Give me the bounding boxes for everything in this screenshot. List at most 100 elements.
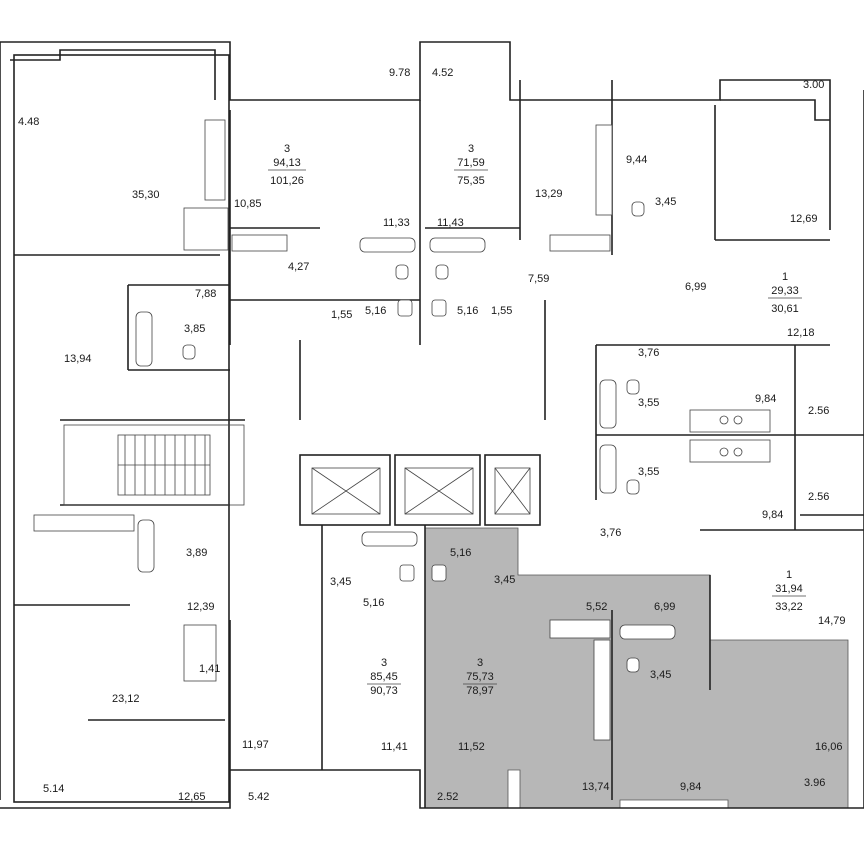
- elevator-icon: [404, 467, 474, 515]
- room-area: 2.52: [437, 791, 458, 803]
- sink-icon: [399, 564, 415, 582]
- apartment-area: 94,13: [273, 157, 301, 169]
- room-area: 14,79: [818, 615, 846, 627]
- room-area: 5,16: [450, 547, 471, 559]
- apartment-area-total: 75,35: [457, 175, 485, 187]
- sink-icon: [397, 299, 413, 317]
- apartment-label-a1[interactable]: 3 94,13 101,26: [268, 143, 306, 187]
- apartment-rooms: 3: [381, 657, 387, 669]
- room-area: 5,16: [363, 597, 384, 609]
- sink-icon: [431, 564, 447, 582]
- kitchen-counter-icon: [33, 514, 135, 532]
- room-area: 12,39: [187, 601, 215, 613]
- room-area: 4,27: [288, 261, 309, 273]
- bathtub-icon: [137, 519, 155, 573]
- apartment-label-a6[interactable]: 3 75,73 78,97: [463, 657, 497, 697]
- apartment-area-total: 78,97: [466, 685, 494, 697]
- elevator-shaft-1: [299, 454, 391, 526]
- room-area: 10,85: [234, 198, 262, 210]
- apartment-label-a3[interactable]: 1 29,33 30,61: [768, 271, 802, 315]
- room-area: 5.14: [43, 783, 64, 795]
- kitchen-counter-icon: [231, 234, 288, 252]
- room-area: 3,76: [600, 527, 621, 539]
- apartment-rooms: 1: [782, 271, 788, 283]
- staircase: [63, 424, 245, 506]
- room-area: 3,55: [638, 397, 659, 409]
- room-area: 3,45: [494, 574, 515, 586]
- toilet-icon: [395, 264, 409, 280]
- room-area: 1,41: [199, 663, 220, 675]
- room-area: 4.48: [18, 116, 39, 128]
- room-area: 3,45: [655, 196, 676, 208]
- apartment-area-total: 101,26: [270, 175, 304, 187]
- toilet-icon: [182, 344, 196, 360]
- toilet-icon: [626, 479, 640, 495]
- bathtub-icon: [619, 624, 676, 640]
- elevator-icon: [311, 467, 381, 515]
- apartment-area: 29,33: [771, 285, 799, 297]
- apartment-area: 31,94: [775, 583, 803, 595]
- toilet-icon: [626, 379, 640, 395]
- apartment-area: 85,45: [370, 671, 398, 683]
- room-area: 1,55: [491, 305, 512, 317]
- sink-icon: [431, 299, 447, 317]
- toilet-icon: [626, 657, 640, 673]
- elevator-icon: [494, 467, 531, 515]
- apartment-label-a2[interactable]: 3 71,59 75,35: [454, 143, 488, 187]
- room-area: 11,97: [242, 739, 269, 751]
- room-area: 11,52: [458, 741, 485, 753]
- apartment-area-total: 33,22: [775, 601, 803, 613]
- room-area: 9.78: [389, 67, 410, 79]
- exterior-walls: [0, 41, 864, 809]
- room-area: 12,65: [178, 791, 206, 803]
- room-area: 5.42: [248, 791, 269, 803]
- room-area: 3,45: [650, 669, 671, 681]
- room-area: 6,99: [685, 281, 706, 293]
- apartment-label-a4[interactable]: 1 31,94 33,22: [772, 569, 806, 613]
- room-area: 3,76: [638, 347, 659, 359]
- room-area: 5,16: [457, 305, 478, 317]
- room-area: 11,43: [437, 217, 464, 229]
- room-area: 11,33: [383, 217, 410, 229]
- apartment-label-a5[interactable]: 3 85,45 90,73: [367, 657, 401, 697]
- room-area: 9,44: [626, 154, 647, 166]
- room-area: 13,94: [64, 353, 92, 365]
- room-labels: 4.48 35,30 10,85 9.78 4.52 3.00 9,44 11,…: [18, 67, 846, 803]
- bathtub-icon: [361, 531, 418, 547]
- room-area: 3,55: [638, 466, 659, 478]
- room-area: 5,52: [586, 601, 607, 613]
- room-area: 6,99: [654, 601, 675, 613]
- kitchen-counter-icon: [183, 624, 217, 682]
- room-area: 3,45: [330, 576, 351, 588]
- stove-icon: [719, 415, 743, 425]
- elevator-shaft-3: [484, 454, 541, 526]
- room-area: 35,30: [132, 189, 160, 201]
- kitchen-counter-icon: [689, 439, 771, 463]
- room-area: 2.56: [808, 491, 829, 503]
- room-area: 23,12: [112, 693, 140, 705]
- apartment-rooms: 1: [786, 569, 792, 581]
- apartment-rooms: 3: [477, 657, 483, 669]
- room-area: 9,84: [762, 509, 783, 521]
- stove-icon: [719, 447, 743, 457]
- kitchen-counter-icon: [549, 124, 613, 252]
- room-area: 12,69: [790, 213, 818, 225]
- bathtub-icon: [599, 379, 617, 429]
- room-area: 3,85: [184, 323, 205, 335]
- room-area: 3,89: [186, 547, 207, 559]
- room-area: 13,74: [582, 781, 610, 793]
- toilet-icon: [631, 201, 645, 217]
- stair-icon: [124, 435, 206, 495]
- room-area: 2.56: [808, 405, 829, 417]
- room-area: 9,84: [680, 781, 701, 793]
- kitchen-counter-icon: [689, 409, 771, 433]
- kitchen-counter-icon: [183, 119, 229, 251]
- toilet-icon: [435, 264, 449, 280]
- room-area: 13,29: [535, 188, 563, 200]
- elevator-shaft-2: [394, 454, 481, 526]
- apartment-rooms: 3: [284, 143, 290, 155]
- bathtub-icon: [135, 311, 153, 367]
- room-area: 11,41: [381, 741, 408, 753]
- room-area: 7,59: [528, 273, 549, 285]
